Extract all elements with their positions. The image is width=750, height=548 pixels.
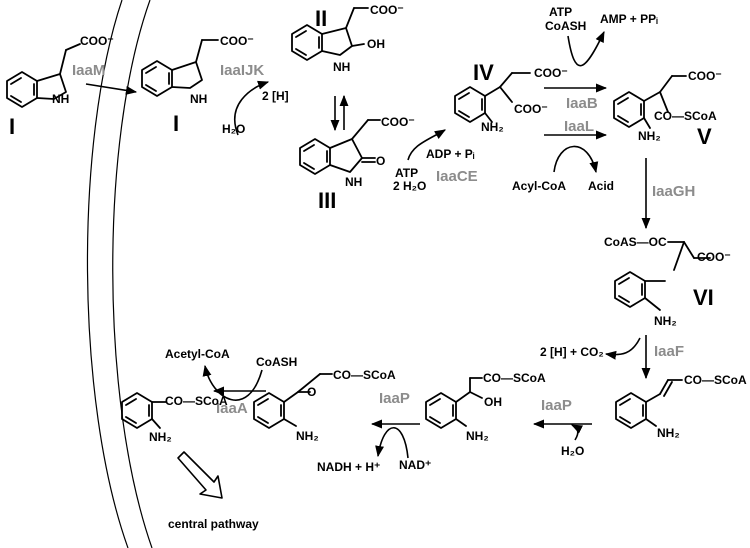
membrane-inner-line [112,0,153,548]
enzyme-label-iaal: IaaL [564,118,594,135]
compound-label-ii: II [315,6,327,31]
central-pathway-arrow [177,451,223,499]
thioester-label: CoAS—OC [604,235,667,249]
cofactor-acetyl-coa: Acetyl-CoA [165,347,230,361]
amino-label: NH₂ [657,426,680,440]
oxoacyl-coa-structure: O CO—SCoA NH₂ [253,368,396,443]
keto-oxygen-label: O [376,154,385,168]
thioester-label: CO—SCoA [165,394,228,408]
amino-label: NH₂ [296,429,319,443]
carboxylate-label: COO⁻ [514,102,548,116]
enzyme-label-iaace: IaaCE [436,168,478,185]
cofactor-acid: Acid [588,179,614,193]
cofactor-2h: 2 [H] [262,89,289,103]
compound-iv-structure: COO⁻ COO⁻ NH₂ [454,66,568,134]
thioester-label: CO—SCoA [684,373,747,387]
carboxylate-label: COO⁻ [370,3,404,17]
cofactor-nadh: NADH + H⁺ [317,460,380,474]
hydroxyl-label: OH [484,395,502,409]
amino-label: NH₂ [654,314,677,328]
enzyme-label-iaap: IaaP [541,397,572,414]
enzyme-label-iaaf: IaaF [654,343,684,360]
enzyme-label-iaagh: IaaGH [652,183,695,200]
cofactor-arrow-iaal [553,145,599,174]
amino-label: NH₂ [638,129,661,143]
reaction-arrow-iaaijk [234,80,270,136]
enzyme-label-iaaa: IaaA [216,400,248,417]
cofactor-water: H₂O [222,122,245,136]
thioester-label: CO—SCoA [333,368,396,382]
keto-oxygen-label: O [307,385,316,399]
cofactor-coash: CoASH [256,355,297,369]
compound-label-v: V [697,124,712,149]
cofactor-arrow-water [570,424,584,441]
compound-label-iii: III [318,188,336,213]
carboxylate-label: COO⁻ [534,66,568,80]
amino-label: NH₂ [481,120,504,134]
enzyme-label-iaaijk: IaaIJK [220,62,264,79]
cofactor-amp-ppi: AMP + PPᵢ [600,12,658,26]
compound-i-inside: COO⁻ NH I [141,34,254,136]
membrane-outer-line [86,0,129,548]
hydroxyl-label: OH [367,37,385,51]
cofactor-acyl-coa: Acyl-CoA [512,179,566,193]
cofactor-atp: ATP [549,5,572,19]
reaction-arrow-iaace [407,129,446,161]
enzyme-label-iaam: IaaM [72,62,105,79]
thioester-label: CO—SCoA [654,109,717,123]
nh-label: NH [190,92,207,106]
cofactor-2h-co2: 2 [H] + CO₂ [540,345,604,359]
cofactor-nad: NAD⁺ [399,458,431,472]
nh-label: NH [333,60,350,74]
amino-label: NH₂ [466,429,489,443]
compound-label-i: I [173,111,179,136]
amino-label: NH₂ [149,430,172,444]
compound-i-outside: COO⁻ NH I [6,34,114,139]
cofactor-coash: CoASH [545,19,586,33]
carboxylate-label: COO⁻ [381,115,415,129]
central-pathway-label: central pathway [168,517,259,531]
cofactor-adp-pi: ADP + Pᵢ [426,147,475,161]
compound-label-i: I [9,114,15,139]
carboxylate-label: COO⁻ [80,34,114,48]
transport-arrow [85,83,138,95]
cofactor-arrow-iaab [567,30,605,67]
hydroxyacyl-coa-structure: CO—SCoA OH NH₂ [425,371,546,443]
enzyme-label-iaab: IaaB [566,95,598,112]
compound-iii-structure: COO⁻ O NH [299,115,415,189]
compound-v-structure: COO⁻ CO—SCoA NH₂ [613,69,722,143]
cofactor-2-water: 2 H₂O [393,179,426,193]
cofactor-arrow-coash [202,364,263,401]
nh-label: NH [345,175,362,189]
cofactor-arrow-iaaf [604,337,641,360]
enoyl-coa-structure: CO—SCoA NH₂ [615,373,747,440]
carboxylate-label: COO⁻ [697,250,731,264]
carboxylate-label: COO⁻ [688,69,722,83]
cofactor-arrow-nad [375,426,409,459]
cofactor-atp: ATP [395,166,418,180]
thioester-label: CO—SCoA [483,371,546,385]
anthraniloyl-coa-structure: CO—SCoA NH₂ [121,392,228,444]
carboxylate-label: COO⁻ [220,34,254,48]
compound-vi-structure: CoAS—OC COO⁻ NH₂ [604,235,731,328]
enzyme-label-iaap: IaaP [379,390,410,407]
compound-label-iv: IV [473,60,494,85]
compound-ii-structure: COO⁻ OH NH [291,3,404,74]
cofactor-water: H₂O [561,444,584,458]
nh-label: NH [52,92,69,106]
compound-label-vi: VI [693,285,714,310]
